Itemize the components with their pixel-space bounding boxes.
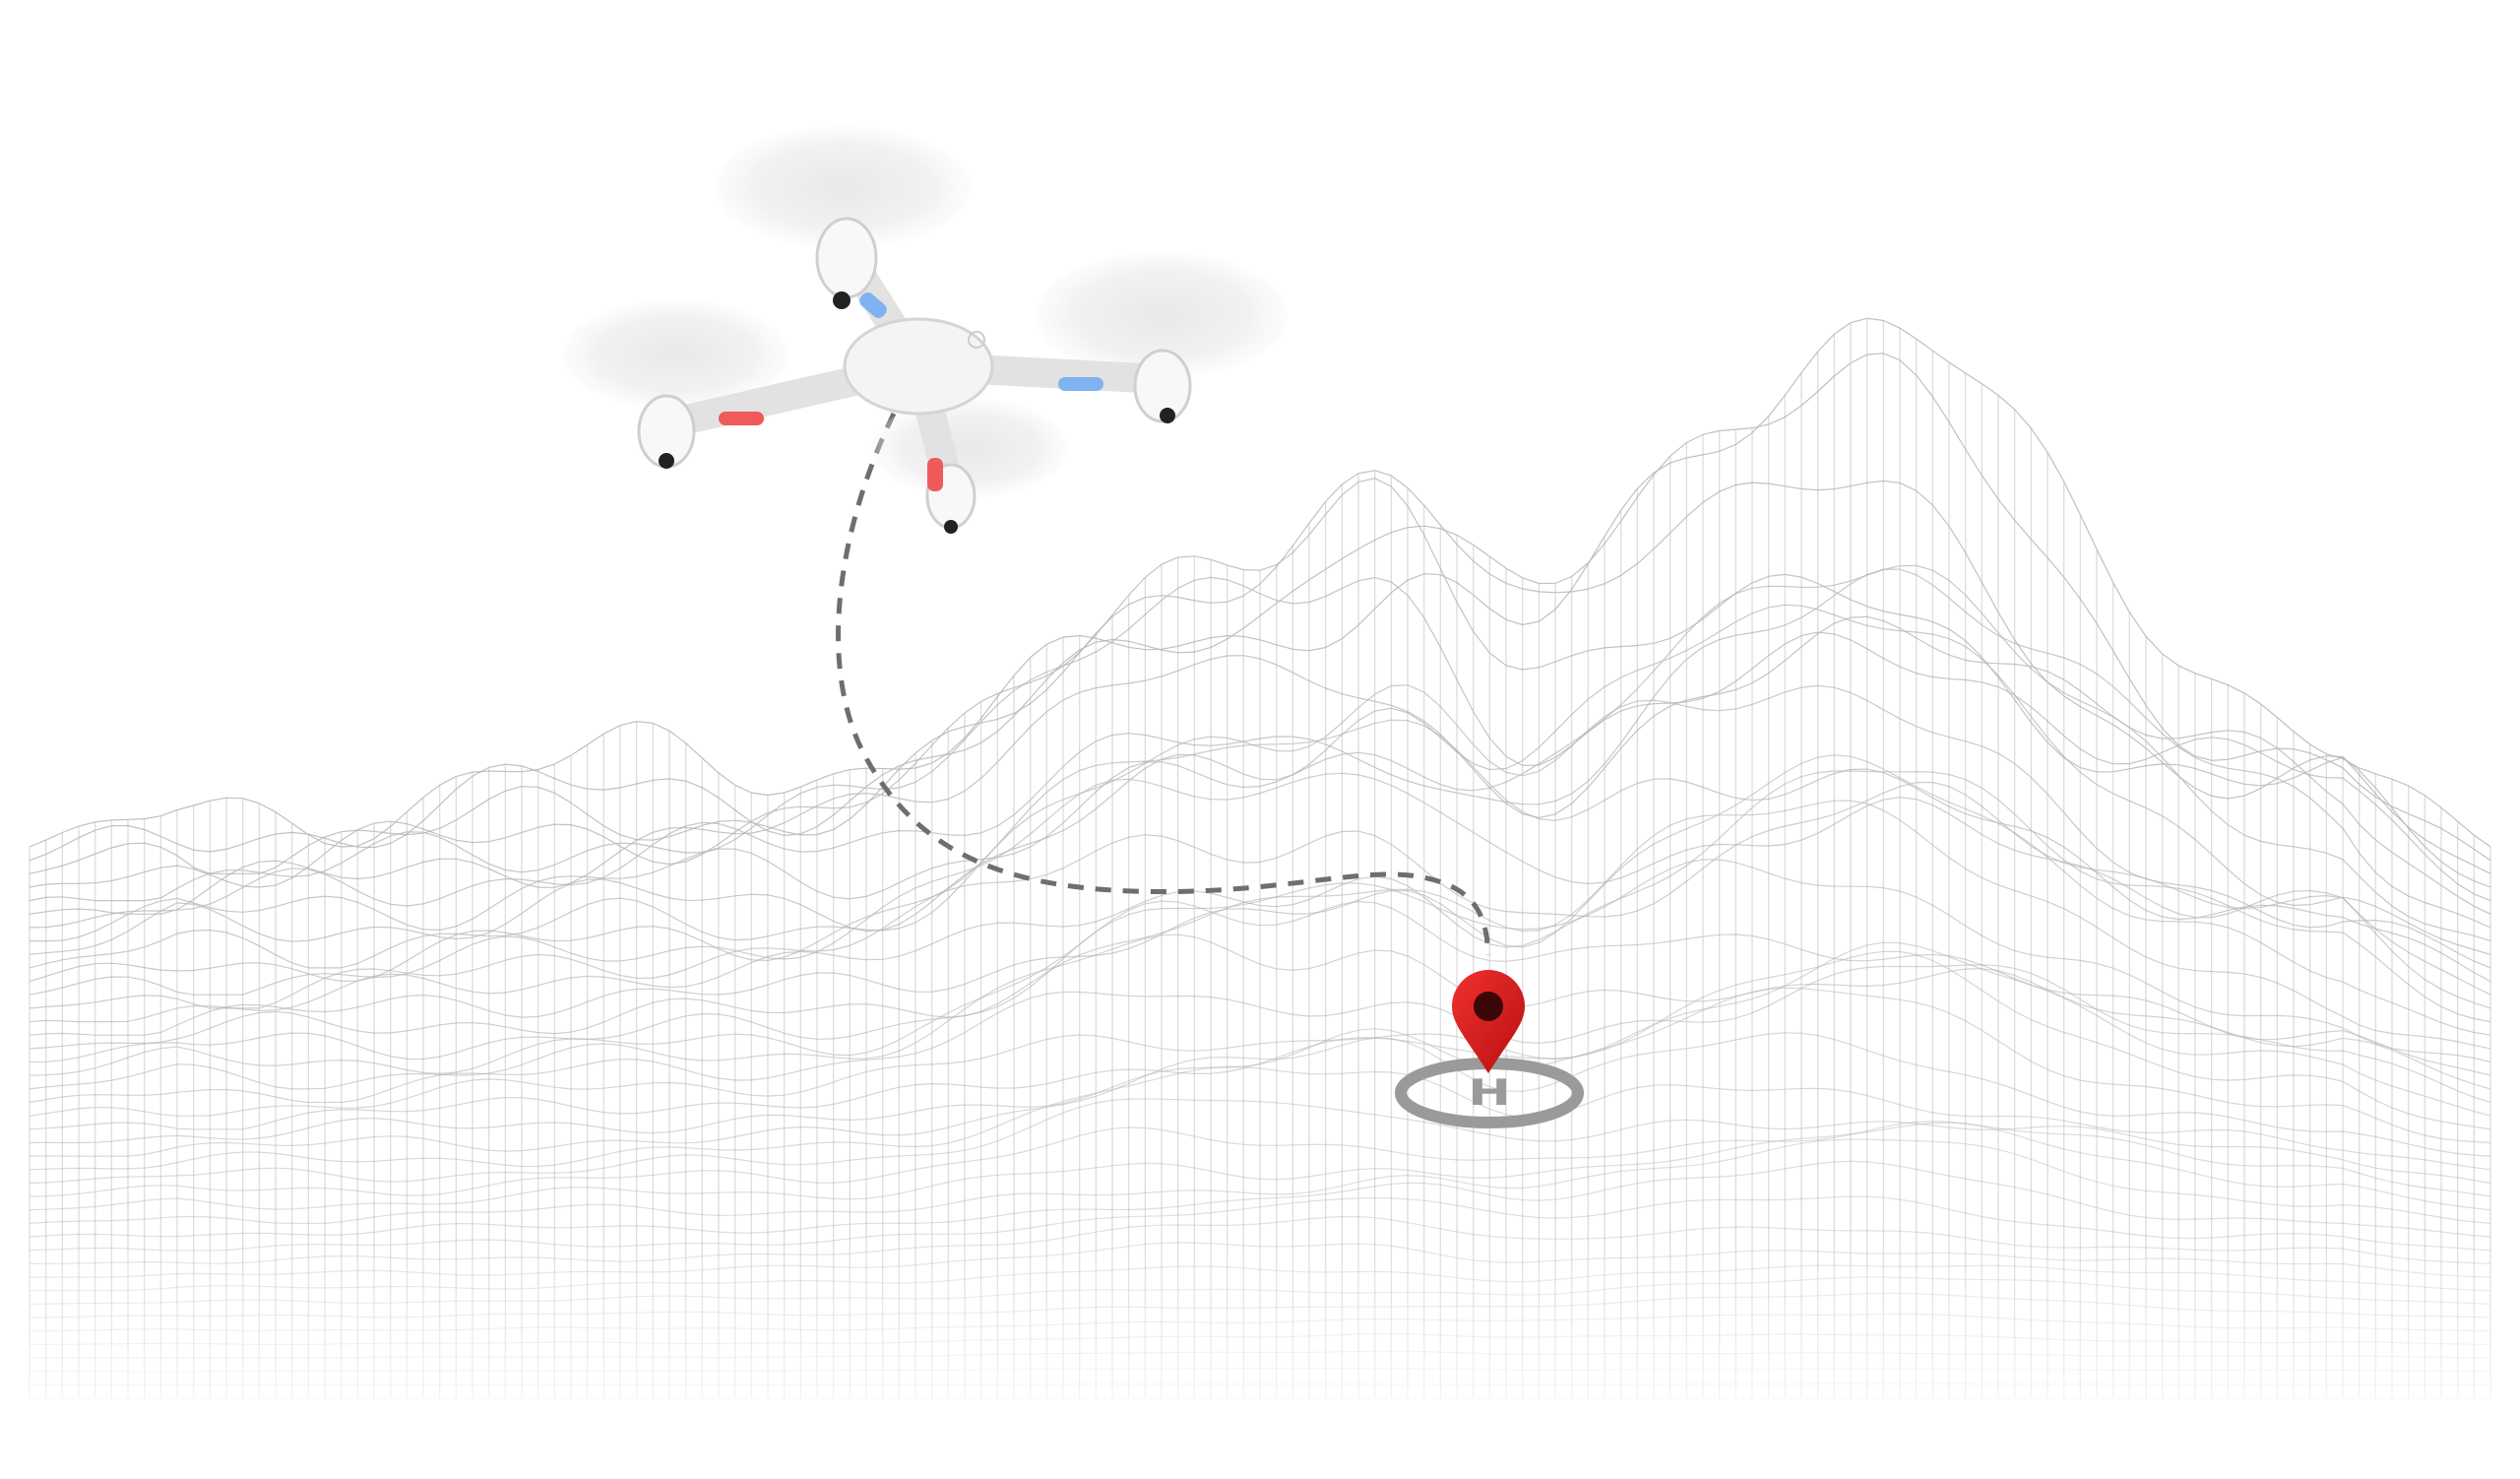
propeller <box>1036 252 1288 378</box>
helipad-label: H <box>1468 1071 1511 1114</box>
led-blue <box>859 292 887 318</box>
terrain-fade <box>0 1231 2520 1479</box>
drone <box>562 126 1288 534</box>
propeller <box>562 300 788 409</box>
propeller <box>715 126 971 248</box>
location-pin-icon <box>1452 970 1525 1073</box>
flight-path <box>836 412 1491 956</box>
led-red <box>719 412 764 425</box>
led-red <box>927 458 943 491</box>
led-blue <box>1058 377 1103 391</box>
